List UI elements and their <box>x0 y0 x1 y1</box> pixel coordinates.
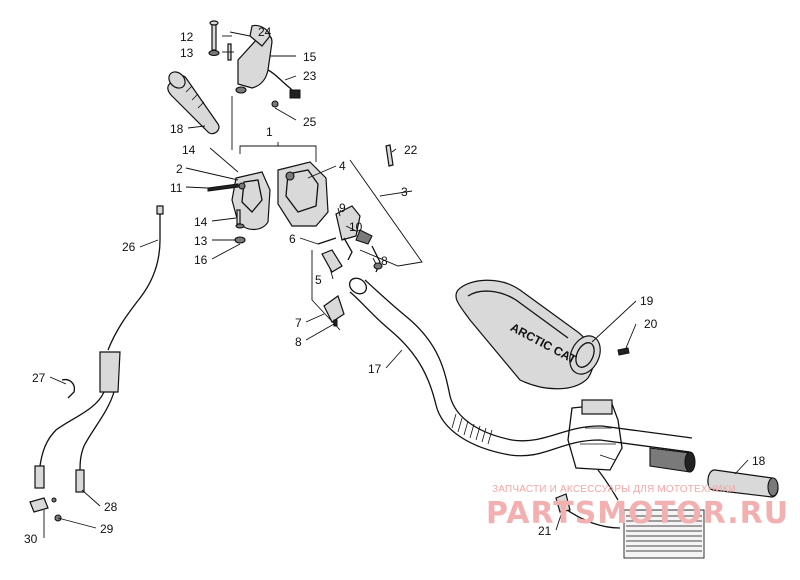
callout-13-bottom: 13 <box>194 234 208 248</box>
callout-15: 15 <box>303 50 317 64</box>
callout-25: 25 <box>303 115 317 129</box>
callout-12: 12 <box>180 30 194 44</box>
callout-10: 10 <box>349 220 363 234</box>
watermark-site: PARTSMOTOR.RU <box>486 496 790 531</box>
handlebar <box>348 277 693 457</box>
housing-screws <box>207 183 246 244</box>
pin-22 <box>385 144 394 167</box>
brake-master-cylinder <box>567 399 623 501</box>
callout-28: 28 <box>104 500 118 514</box>
callout-24: 24 <box>258 25 272 39</box>
kill-switch <box>335 205 373 245</box>
callout-16: 16 <box>194 253 208 267</box>
callout-21: 21 <box>538 524 552 538</box>
right-grip <box>649 447 779 498</box>
switch-housing-assembly <box>231 161 329 231</box>
handlebar-pad: ARCTIC CAT <box>455 279 601 390</box>
throttle-lever-assembly <box>227 24 301 150</box>
callout-30: 30 <box>24 532 38 546</box>
throttle-pin <box>208 20 220 57</box>
callout-26: 26 <box>122 240 136 254</box>
callout-6: 6 <box>289 232 296 246</box>
callout-11: 11 <box>170 181 183 195</box>
callout-4: 4 <box>339 159 346 173</box>
callout-19: 19 <box>640 294 654 308</box>
callout-23: 23 <box>303 69 317 83</box>
callout-8-upper: 8 <box>381 254 388 268</box>
watermark-logo-box <box>623 509 705 559</box>
callout-20: 20 <box>644 317 658 331</box>
callout-27: 27 <box>32 371 46 385</box>
callout-29: 29 <box>100 522 114 536</box>
callout-8-lower: 8 <box>295 335 302 349</box>
lever-pivot-parts <box>317 237 383 327</box>
callout-labels: 1 2 3 4 5 6 7 8 8 9 10 11 12 13 13 14 14… <box>24 25 766 546</box>
callout-2: 2 <box>176 162 183 176</box>
callout-22: 22 <box>404 143 418 157</box>
callout-14-top: 14 <box>182 143 196 157</box>
callout-18-right: 18 <box>752 454 766 468</box>
callout-17: 17 <box>368 362 382 376</box>
callout-14-bottom: 14 <box>194 215 208 229</box>
callout-13-top: 13 <box>180 46 194 60</box>
callout-18-left: 18 <box>170 122 184 136</box>
callout-5: 5 <box>315 273 322 287</box>
grip-heater-harness <box>29 205 164 522</box>
callout-3: 3 <box>401 185 408 199</box>
pad-screw <box>617 347 630 356</box>
callout-9: 9 <box>339 201 346 215</box>
watermark-tagline: ЗАПЧАСТИ И АКСЕССУАРЫ ДЛЯ МОТОТЕХНИКИ <box>492 484 737 495</box>
callout-1: 1 <box>266 125 273 139</box>
callout-7: 7 <box>295 316 302 330</box>
leader-lines <box>43 31 749 538</box>
throttle-cable <box>555 493 621 529</box>
left-grip <box>167 71 220 135</box>
